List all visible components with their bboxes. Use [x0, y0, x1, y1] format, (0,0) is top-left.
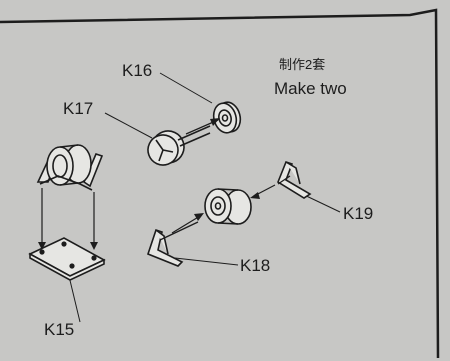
- label-k18: K18: [240, 256, 271, 275]
- arrowhead-k16: [210, 118, 220, 126]
- arrowhead-k19: [250, 192, 260, 199]
- part-k18-bracket: [147, 221, 199, 267]
- part-k17-wheel: [147, 125, 211, 166]
- leader-k16: [159, 72, 213, 104]
- note-chinese: 制作2套: [279, 57, 326, 72]
- arrowhead-left: [38, 242, 46, 250]
- part-k19-bracket: [277, 161, 312, 199]
- label-k15: K15: [44, 320, 75, 339]
- note-english: Make two: [274, 79, 347, 98]
- label-k16: K16: [122, 61, 153, 80]
- frame-border: [0, 8, 440, 359]
- label-k17: K17: [63, 99, 94, 118]
- arrowhead-k18: [194, 213, 204, 221]
- arrow-k18: [171, 215, 201, 234]
- part-reel-assembly: [36, 144, 104, 191]
- leader-k18: [174, 257, 239, 266]
- part-k16-wheel: [212, 101, 242, 134]
- part-k15-base-plate: [28, 237, 106, 281]
- part-middle-wheel: [204, 188, 252, 225]
- leader-k17: [104, 112, 153, 139]
- label-k19: K19: [343, 204, 374, 223]
- arrowhead-right: [90, 242, 98, 250]
